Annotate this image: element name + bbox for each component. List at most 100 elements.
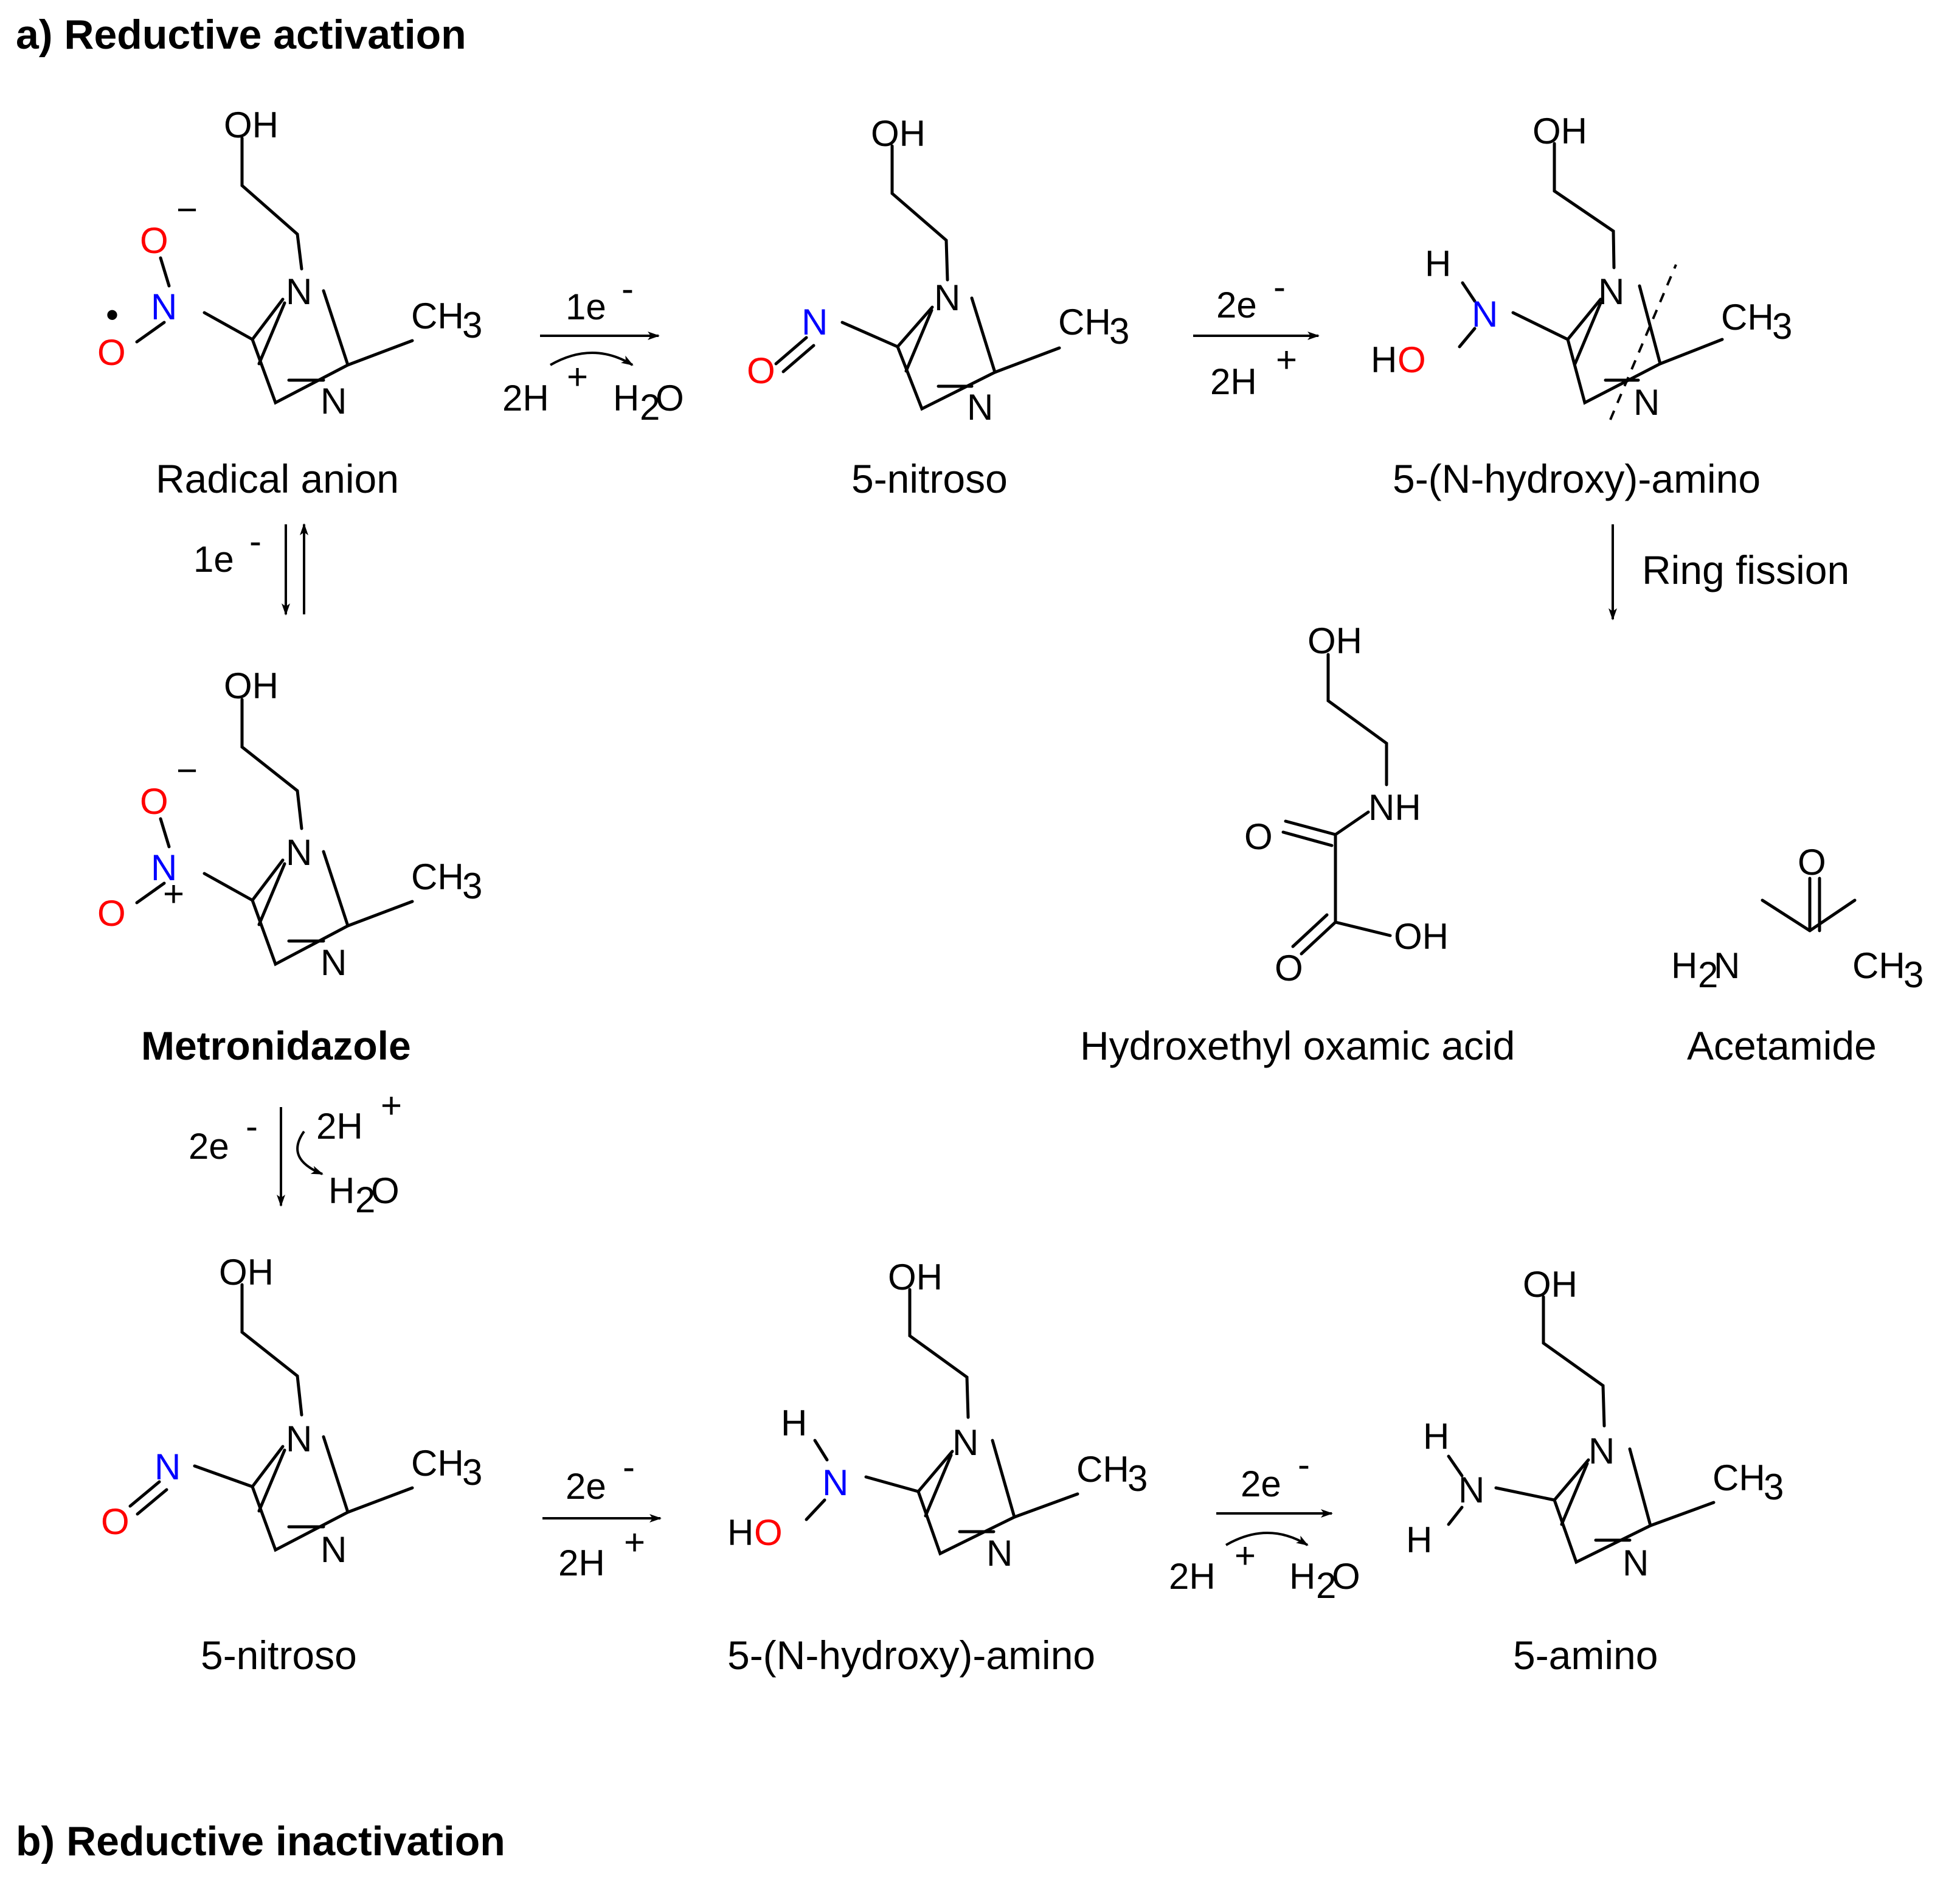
ring-nitrogen-label: N: [952, 1422, 978, 1463]
methyl-label: CH: [411, 296, 464, 336]
ring-nitrogen-label: N: [286, 271, 312, 312]
amine-nitrogen: N: [1714, 945, 1740, 986]
oxygen-anion-label: O: [140, 220, 168, 261]
equilibrium-arrows: 1e -: [193, 521, 308, 616]
hydroxyl-label: OH: [1532, 111, 1587, 151]
methyl-label: CH: [1852, 945, 1905, 986]
oxygen-anion-label: O: [140, 781, 168, 822]
proton-label: 2H: [558, 1543, 605, 1583]
amino-structure: H N H OH N N CH 3: [1406, 1264, 1784, 1583]
arrow-step-2e-top: 2e - 2H +: [1193, 266, 1320, 402]
proton-charge: +: [567, 356, 588, 397]
amide-nh-label: NH: [1368, 787, 1421, 828]
water-subscript: 2: [355, 1179, 375, 1220]
hydroxyamino-bottom-name: 5-(N-hydroxy)-amino: [727, 1633, 1095, 1678]
radical-anion-structure: OH N N CH 3 N O − O •: [97, 105, 482, 422]
ring-nitrogen-label: N: [320, 942, 347, 983]
ring-nitrogen-label: N: [1633, 382, 1660, 423]
positive-charge: +: [163, 874, 184, 914]
acid-hydroxyl-label: OH: [1394, 916, 1449, 957]
methyl-label: CH: [411, 1443, 464, 1484]
hydroxyl-label: OH: [224, 665, 279, 706]
amine-nitrogen-label: N: [1458, 1470, 1484, 1510]
ring-nitrogen-label: N: [967, 387, 993, 428]
methyl-subscript: 3: [462, 1452, 482, 1493]
negative-charge: −: [176, 750, 198, 791]
electron-label: 2e: [1241, 1464, 1281, 1504]
hydroxyl-hydrogen: H: [727, 1512, 753, 1553]
water-o: O: [656, 378, 684, 419]
acetamide-structure: O H 2 N CH 3: [1671, 842, 1924, 995]
nitroso-nitrogen-label: N: [154, 1447, 181, 1487]
ring-fission-label: Ring fission: [1642, 547, 1849, 592]
carbonyl-oxygen-label: O: [1244, 816, 1273, 857]
arrow-step-2e-bottom-2: 2e - 2H + H 2 O: [1169, 1444, 1360, 1606]
hydroxyl-label: OH: [219, 1252, 274, 1293]
hydroxyamine-nitrogen-label: N: [822, 1462, 848, 1503]
proton-label: 2H: [1169, 1556, 1216, 1597]
hydroxyl-oxygen: O: [1397, 339, 1426, 380]
hydroxyl-label: OH: [1307, 620, 1362, 661]
radical-anion-name: Radical anion: [156, 456, 399, 501]
methyl-label: CH: [1712, 1457, 1765, 1498]
water-h: H: [613, 378, 639, 419]
methyl-subscript: 3: [1764, 1467, 1784, 1507]
water-o: O: [1332, 1556, 1360, 1597]
nitroso-nitrogen-label: N: [802, 302, 828, 342]
proton-label: 2H: [502, 378, 549, 419]
water-h: H: [328, 1170, 355, 1211]
ring-nitrogen-label: N: [286, 1419, 312, 1459]
ring-nitrogen-label: N: [986, 1533, 1013, 1574]
methyl-label: CH: [411, 856, 464, 897]
metronidazole-structure: OH N N CH 3 N + O − O: [97, 665, 482, 983]
water-o: O: [371, 1170, 400, 1211]
electron-charge: -: [1298, 1444, 1310, 1485]
proton-charge: +: [1276, 339, 1297, 380]
nitro-nitrogen-label: N: [151, 287, 177, 327]
electron-charge: -: [622, 268, 634, 309]
methyl-subscript: 3: [1772, 306, 1792, 347]
methyl-label: CH: [1058, 302, 1111, 342]
radical-dot: •: [106, 294, 119, 335]
proton-label: 2H: [316, 1106, 363, 1147]
oxygen-radical-label: O: [97, 332, 126, 373]
electron-charge: -: [623, 1447, 635, 1487]
hydroxyamino-top-structure: H N H O OH N N CH 3: [1371, 111, 1792, 423]
oxamic-acid-name: Hydroxethyl oxamic acid: [1080, 1023, 1515, 1068]
negative-charge: −: [176, 189, 198, 230]
carbonyl-oxygen-label: O: [1275, 948, 1303, 988]
nitroso-bottom-name: 5-nitroso: [201, 1633, 357, 1678]
amine-hydrogen-label: H: [1406, 1520, 1432, 1560]
ring-nitrogen-label: N: [286, 832, 312, 873]
amine-hydrogen-label: H: [1425, 243, 1451, 284]
hydroxyl-label: OH: [871, 113, 926, 154]
ring-nitrogen-label: N: [1588, 1431, 1615, 1471]
amino-name: 5-amino: [1513, 1633, 1658, 1678]
proton-charge: +: [381, 1085, 402, 1126]
metronidazole-name: Metronidazole: [141, 1023, 411, 1068]
nitroso-top-name: 5-nitroso: [851, 456, 1008, 501]
nitroso-oxygen-label: O: [747, 350, 775, 391]
arrow-step-1e: 1e - 2H + H 2 O: [502, 268, 684, 428]
hydroxyl-oxygen: O: [754, 1512, 783, 1553]
water-h: H: [1289, 1556, 1315, 1597]
ring-nitrogen-label: N: [1598, 271, 1624, 312]
carbonyl-oxygen-label: O: [1798, 842, 1826, 883]
hydroxyl-label: OH: [888, 1257, 943, 1297]
ring-nitrogen-label: N: [320, 381, 347, 422]
ring-nitrogen-label: N: [320, 1529, 347, 1570]
electron-label: 1e: [193, 539, 234, 580]
arrow-step-2e-bottom-1: 2e - 2H +: [542, 1447, 662, 1583]
methyl-label: CH: [1076, 1449, 1129, 1490]
nitro-oxygen-label: O: [97, 893, 126, 934]
hydroxyl-hydrogen: H: [1371, 339, 1397, 380]
methyl-label: CH: [1721, 297, 1774, 338]
amine-subscript: 2: [1698, 954, 1718, 995]
heading-reductive-activation: a) Reductive activation: [16, 12, 466, 58]
hydroxyamino-top-name: 5-(N-hydroxy)-amino: [1393, 456, 1761, 501]
arrow-step-2e-down: 2e - 2H + H 2 O: [189, 1085, 402, 1220]
proton-label: 2H: [1210, 361, 1257, 402]
ring-nitrogen-label: N: [934, 277, 960, 318]
methyl-subscript: 3: [1903, 954, 1924, 995]
electron-charge: -: [249, 521, 261, 561]
